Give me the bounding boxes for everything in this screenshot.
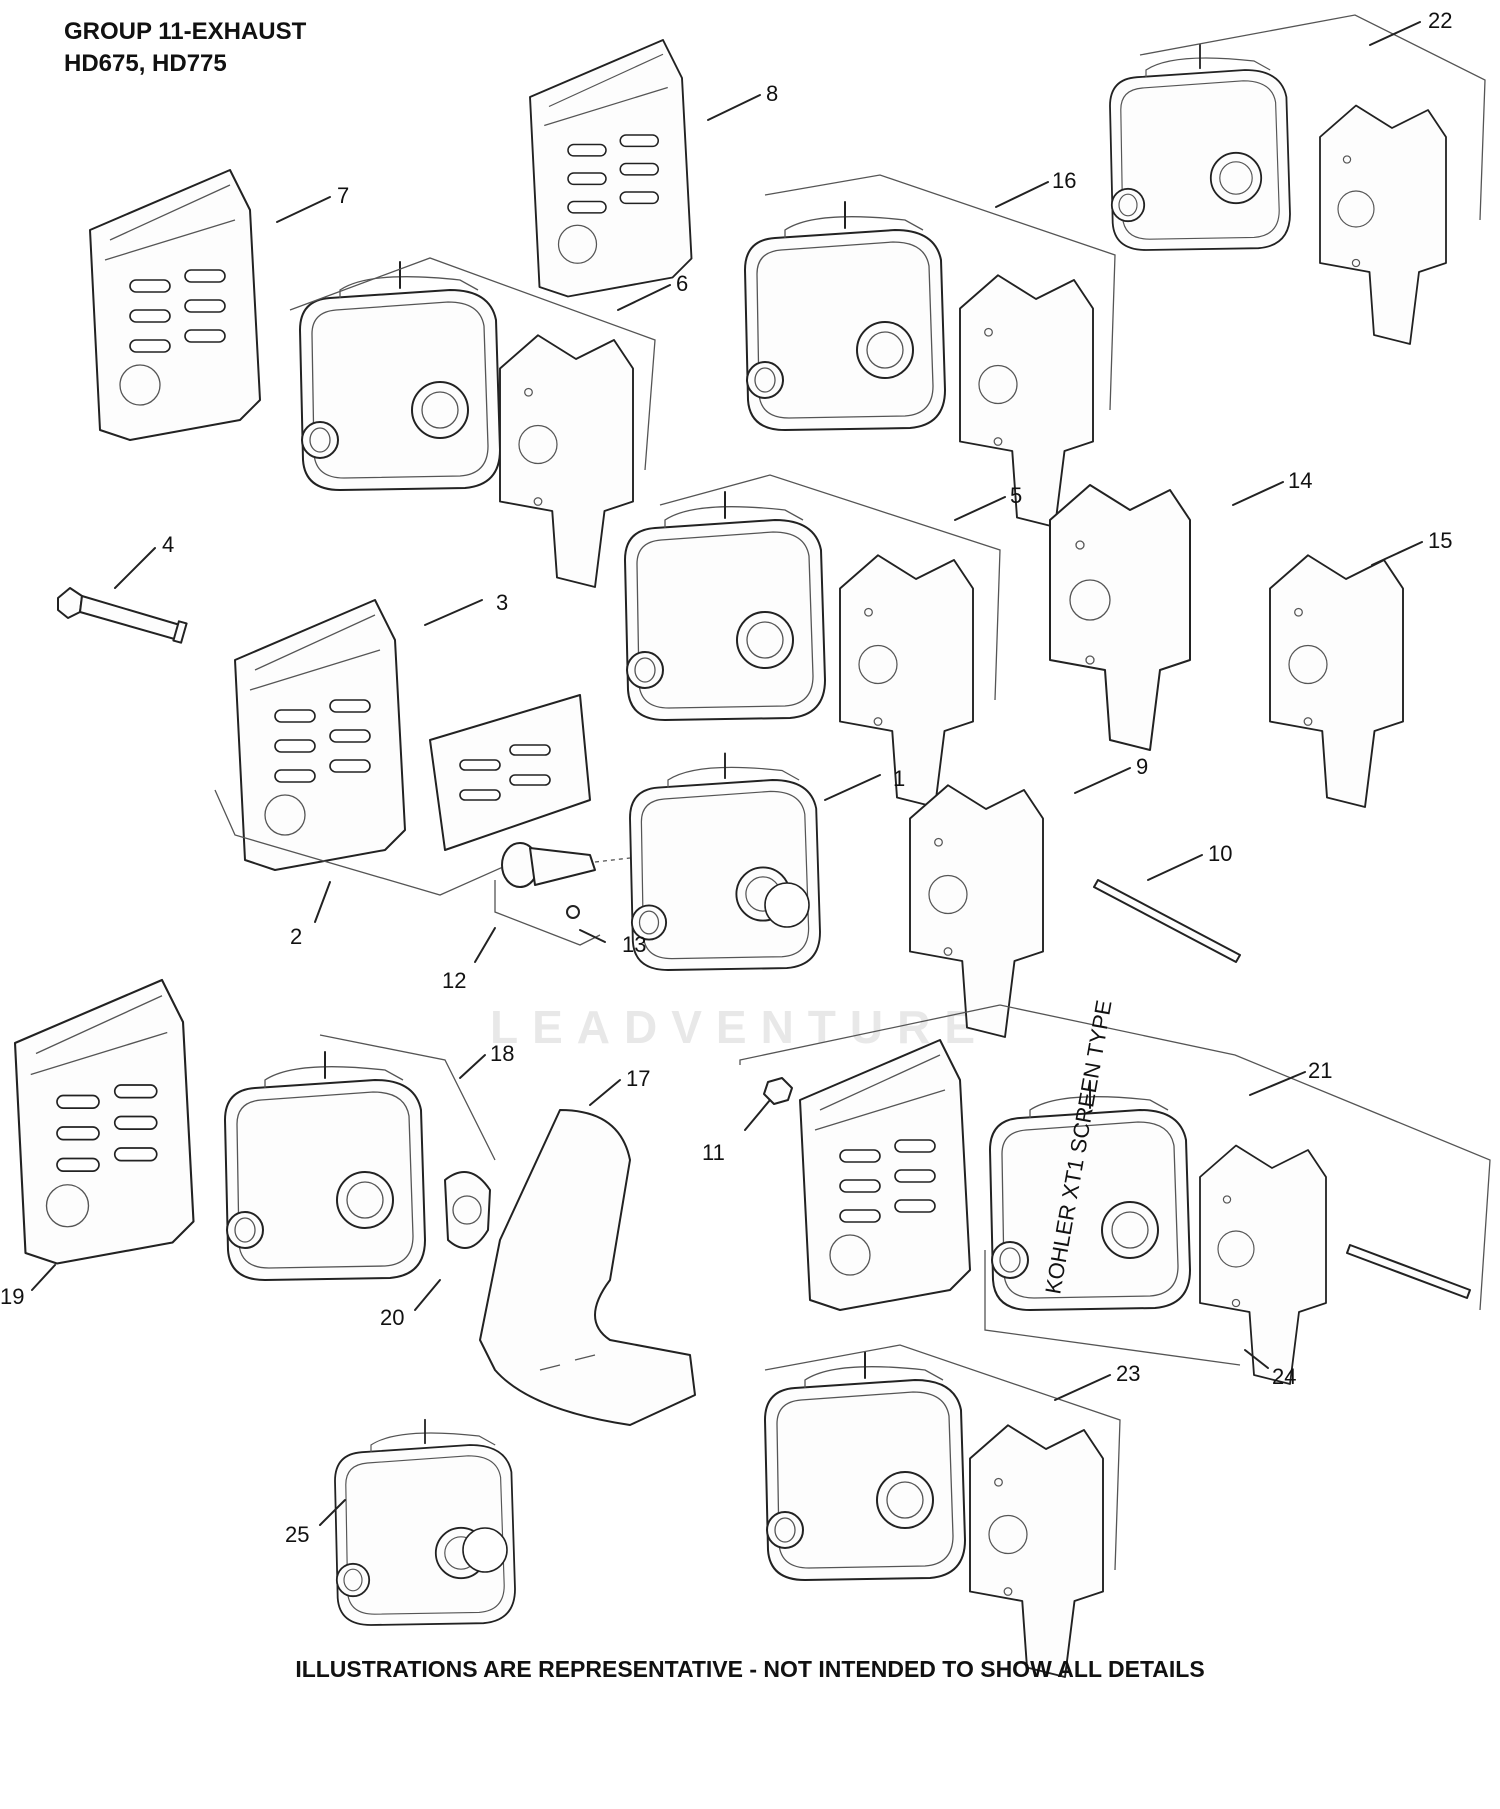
callout-13: 13 xyxy=(622,932,646,957)
callout-17: 17 xyxy=(626,1066,650,1091)
callout-19: 19 xyxy=(0,1284,24,1309)
part-12-spark-arrestor xyxy=(501,842,631,888)
callout-8: 8 xyxy=(766,81,778,106)
callout-11: 11 xyxy=(702,1140,725,1165)
part-22-muffler xyxy=(1109,43,1291,251)
callout-1: 1 xyxy=(893,766,905,791)
callout-9: 9 xyxy=(1136,754,1148,779)
part-8-heat-shield xyxy=(529,39,693,298)
part-18-muffler xyxy=(224,1051,426,1281)
callout-21: 21 xyxy=(1308,1058,1332,1083)
part-11-nut xyxy=(763,1077,793,1105)
callout-24: 24 xyxy=(1272,1364,1296,1389)
callout-6: 6 xyxy=(676,271,688,296)
callout-22: 22 xyxy=(1428,8,1452,33)
callout-3: 3 xyxy=(496,590,508,615)
diagram-title: GROUP 11-EXHAUST HD675, HD775 xyxy=(64,16,306,80)
part-3-heat-shield xyxy=(234,599,406,871)
part-9-gasket xyxy=(909,784,1044,1038)
leader-lines xyxy=(31,21,1423,1526)
callout-10: 10 xyxy=(1208,841,1232,866)
callout-4: 4 xyxy=(162,532,174,557)
spark-screen-icon-25 xyxy=(462,1527,508,1573)
title-models: HD675, HD775 xyxy=(64,50,227,77)
part-14-gasket xyxy=(1049,484,1191,751)
part-13-screw xyxy=(566,905,580,919)
callout-7: 7 xyxy=(337,183,349,208)
part-15-gasket xyxy=(1269,554,1404,808)
callout-25: 25 xyxy=(285,1522,309,1547)
part-23-gasket xyxy=(969,1424,1104,1678)
spark-screen-icon xyxy=(764,882,810,928)
part-3-bracket xyxy=(429,694,591,851)
callout-15: 15 xyxy=(1428,528,1452,553)
part-20-gasket xyxy=(444,1171,491,1249)
callout-2: 2 xyxy=(290,924,302,949)
part-6-gasket xyxy=(499,334,634,588)
part-7-heat-shield xyxy=(89,169,261,441)
callout-23: 23 xyxy=(1116,1361,1140,1386)
part-5-gasket xyxy=(839,554,974,808)
part-24-stud xyxy=(1346,1244,1471,1299)
part-16-gasket xyxy=(959,274,1094,528)
part-16-muffler xyxy=(744,201,946,431)
part-10-stud xyxy=(1093,879,1241,963)
callout-20: 20 xyxy=(380,1305,404,1330)
part-25-muffler xyxy=(334,1418,516,1626)
part-22-gasket xyxy=(1319,104,1447,345)
part-6-muffler xyxy=(299,261,501,491)
part-5-muffler xyxy=(624,491,826,721)
part-24-gasket xyxy=(1199,1144,1327,1385)
callout-16: 16 xyxy=(1052,168,1076,193)
title-group: GROUP 11-EXHAUST xyxy=(64,18,307,45)
disclaimer-note: ILLUSTRATIONS ARE REPRESENTATIVE - NOT I… xyxy=(295,1656,1205,1682)
part-1-muffler xyxy=(629,752,821,971)
callout-14: 14 xyxy=(1288,468,1312,493)
part-23-muffler xyxy=(764,1351,966,1581)
callout-5: 5 xyxy=(1010,483,1022,508)
part-4-bolt xyxy=(57,587,188,644)
part-19-heat-shield xyxy=(13,978,195,1265)
part-17-heat-shield xyxy=(479,1109,696,1426)
callout-12: 12 xyxy=(442,968,466,993)
callout-18: 18 xyxy=(490,1041,514,1066)
part-21-heat-shield xyxy=(799,1039,971,1311)
